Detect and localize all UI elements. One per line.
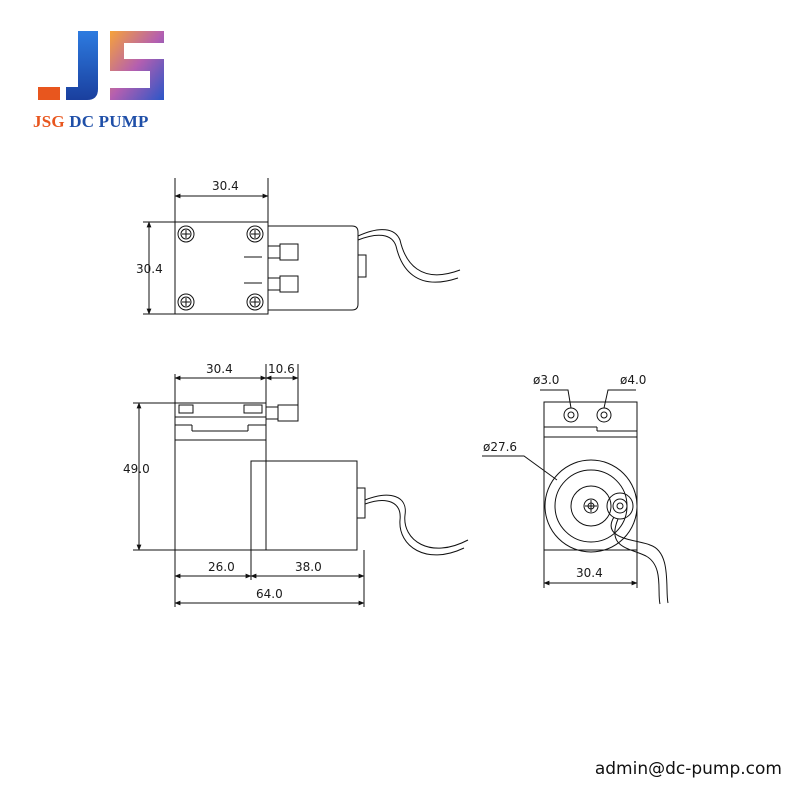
- contact-email[interactable]: admin@dc-pump.com: [594, 759, 782, 779]
- side-head-length-dim: 26.0: [208, 560, 235, 574]
- brand-name-dc-pump: DC PUMP: [69, 112, 149, 131]
- side-outlet-dim: 10.6: [268, 362, 295, 376]
- side-head-width-dim: 30.4: [206, 362, 233, 376]
- top-width-dim: 30.4: [212, 179, 239, 193]
- top-height-dim: 30.4: [136, 262, 163, 276]
- end-motor-diameter-dim: ø27.6: [483, 440, 517, 454]
- brand-name-jsg: JSG: [33, 112, 65, 131]
- side-motor-length-dim: 38.0: [295, 560, 322, 574]
- end-width-dim: 30.4: [576, 566, 603, 580]
- end-hole-small-dim: ø3.0: [533, 373, 559, 387]
- end-view: [482, 389, 669, 605]
- brand-logo-icon: [38, 31, 164, 100]
- side-height-dim: 49.0: [123, 462, 150, 476]
- end-hole-large-dim: ø4.0: [620, 373, 646, 387]
- top-view: [143, 178, 461, 315]
- side-view: [133, 364, 469, 607]
- brand-name: JSG DC PUMP: [33, 112, 149, 132]
- side-total-length-dim: 64.0: [256, 587, 283, 601]
